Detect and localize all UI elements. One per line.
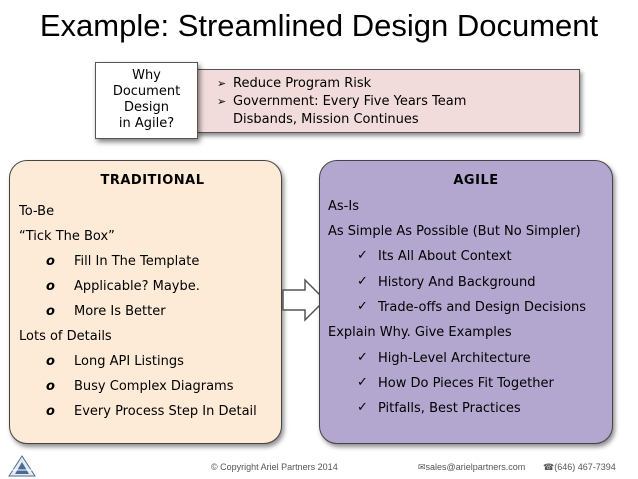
agile-panel: AGILE As-Is As Simple As Possible (But N… [319,160,613,444]
traditional-item: “Tick The Box” [19,229,115,244]
checkmark-icon: ✓ [357,400,368,415]
email-contact: ✉sales@arielpartners.com [418,462,526,472]
checkmark-icon: ✓ [357,375,368,390]
slide-title: Example: Streamlined Design Document [39,8,599,43]
arrow-bullet-icon: ➢ [217,95,227,108]
agile-subitem: ✓Pitfalls, Best Practices [357,400,521,416]
circle-bullet-icon: o [46,404,55,419]
checkmark-icon: ✓ [357,248,368,263]
reason-item: ➢Reduce Program Risk [217,76,372,91]
traditional-item: Lots of Details [19,329,112,344]
why-label-line: Design [124,100,169,115]
agile-item: Explain Why. Give Examples [328,325,512,340]
agile-subitem: ✓High-Level Architecture [357,350,531,366]
agile-heading: AGILE [453,173,499,188]
phone-contact: ☎(646) 467-7394 [543,462,616,472]
why-label-line: Why [132,68,161,83]
circle-bullet-icon: o [46,279,55,294]
circle-bullet-icon: o [46,379,55,394]
circle-bullet-icon: o [46,354,55,369]
circle-bullet-icon: o [46,304,55,319]
why-label-line: Document [112,84,181,99]
agile-subitem: ✓History And Background [357,274,536,290]
checkmark-icon: ✓ [357,299,368,314]
right-arrow-icon [282,278,327,322]
why-label-box: Why Document Design in Agile? [95,62,198,139]
agile-item: As Simple As Possible (But No Simpler) [328,224,581,239]
copyright-text: © Copyright Ariel Partners 2014 [211,462,338,472]
envelope-icon: ✉ [418,462,426,472]
agile-subitem: ✓Its All About Context [357,248,512,264]
agile-item: As-Is [328,199,359,214]
checkmark-icon: ✓ [357,274,368,289]
reason-item-continued: Disbands, Mission Continues [233,112,419,127]
arrow-bullet-icon: ➢ [217,77,227,90]
checkmark-icon: ✓ [357,350,368,365]
agile-subitem: ✓How Do Pieces Fit Together [357,375,554,391]
why-label-line: in Agile? [118,116,175,131]
reason-item: ➢Government: Every Five Years Team [217,94,467,109]
traditional-heading: TRADITIONAL [100,173,205,188]
ariel-partners-logo [8,455,36,477]
circle-bullet-icon: o [46,254,55,269]
why-reasons-box: ➢Reduce Program Risk ➢Government: Every … [196,69,580,133]
phone-icon: ☎ [543,462,555,472]
traditional-item: To-Be [19,204,55,219]
why-reasons-list: ➢Reduce Program Risk ➢Government: Every … [217,75,466,129]
agile-subitem: ✓Trade-offs and Design Decisions [357,299,587,315]
